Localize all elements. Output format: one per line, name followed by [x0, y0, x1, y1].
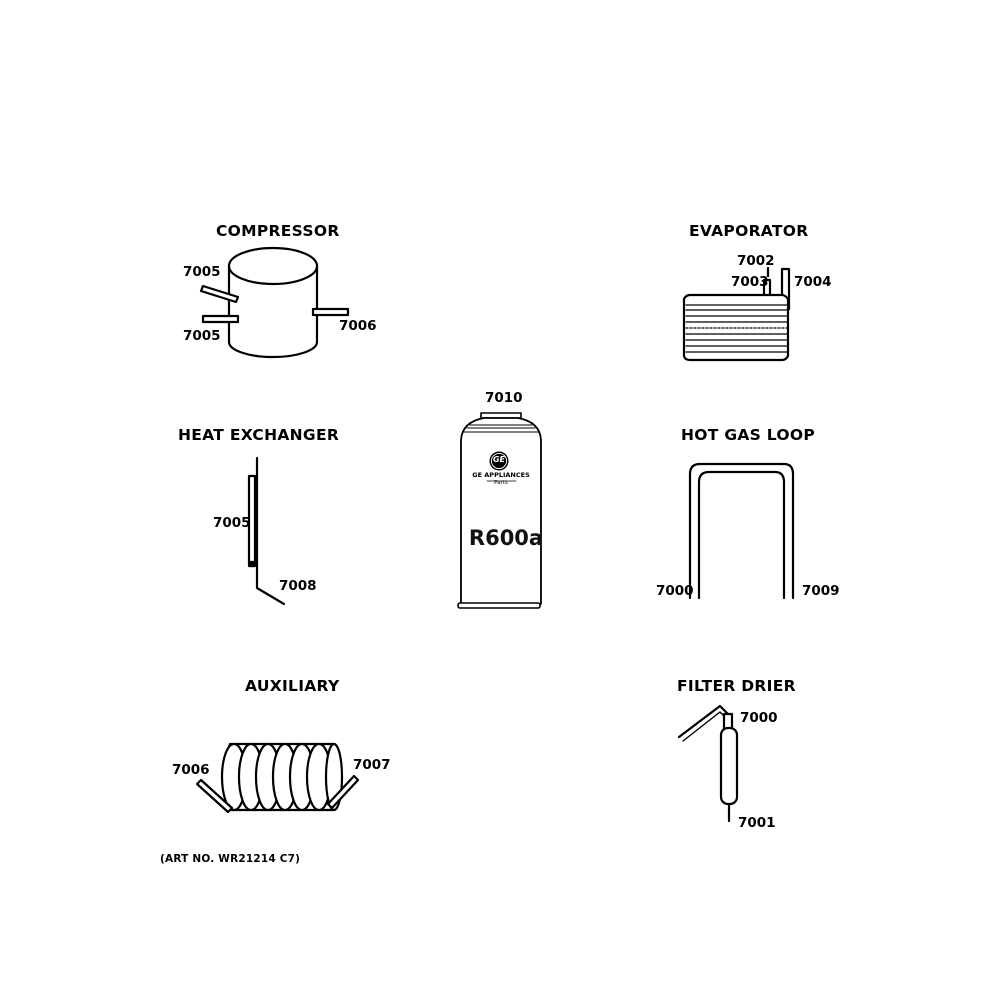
refrigerant-can-drawing — [457, 412, 542, 609]
title-auxiliary: AUXILIARY — [245, 677, 340, 695]
can-brand-text: GE APPLIANCES — [472, 471, 530, 479]
callout-heat-exchanger-7005: 7005 — [213, 515, 251, 531]
art-number: (ART NO. WR21214 C7) — [160, 853, 301, 865]
callout-evaporator-7002: 7002 — [737, 253, 775, 269]
auxiliary-tube-right — [326, 774, 360, 810]
ge-logo-letters: GE — [492, 455, 506, 464]
hot-gas-loop-drawing — [688, 462, 795, 600]
callout-compressor-lower-tube: 7005 — [183, 328, 221, 344]
callout-filter-drier-7000: 7000 — [740, 710, 778, 726]
callout-hot-gas-loop-7009: 7009 — [802, 583, 840, 599]
callout-auxiliary-7007: 7007 — [353, 757, 391, 773]
callout-hot-gas-loop-7000: 7000 — [656, 583, 694, 599]
compressor-tube-right — [311, 307, 350, 317]
callout-evaporator-7003: 7003 — [731, 274, 769, 290]
callout-refrigerant-can: 7010 — [485, 390, 523, 406]
title-filter-drier: FILTER DRIER — [677, 677, 796, 695]
compressor-tube-lower-left — [201, 314, 240, 324]
compressor-drawing — [199, 246, 350, 359]
callout-heat-exchanger-7008: 7008 — [279, 578, 317, 594]
title-compressor: COMPRESSOR — [216, 222, 340, 240]
auxiliary-coil-drawing — [195, 742, 360, 814]
auxiliary-tube-left — [195, 778, 234, 814]
callout-evaporator-7004: 7004 — [794, 274, 832, 290]
ge-logo-icon — [489, 451, 509, 471]
evaporator-drawing — [682, 266, 791, 362]
can-gas-label: R600a — [468, 526, 544, 550]
callout-auxiliary-7006: 7006 — [172, 762, 210, 778]
compressor-tube-upper-left — [199, 284, 240, 304]
can-brand-subtext: Parts — [494, 480, 508, 486]
callout-filter-drier-7001: 7001 — [738, 815, 776, 831]
filter-drier-drawing — [677, 704, 739, 823]
title-heat-exchanger: HEAT EXCHANGER — [178, 426, 340, 444]
title-evaporator: EVAPORATOR — [689, 222, 809, 240]
heat-exchanger-drawing — [247, 456, 286, 606]
callout-compressor-right-tube: 7006 — [339, 318, 377, 334]
callout-compressor-upper-tube: 7005 — [183, 264, 221, 280]
title-hot-gas-loop: HOT GAS LOOP — [681, 426, 816, 444]
